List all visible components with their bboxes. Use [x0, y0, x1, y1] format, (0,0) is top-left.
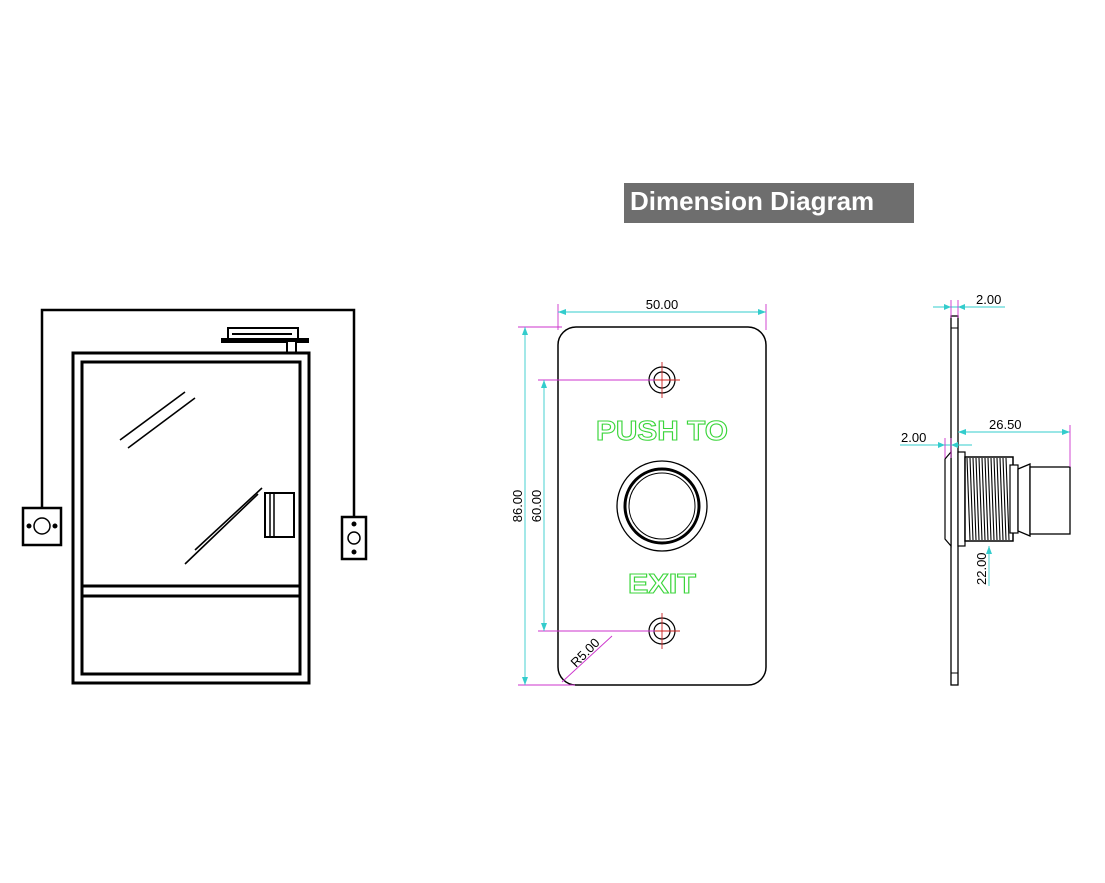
diagram-title: Dimension Diagram: [630, 186, 875, 216]
push-to-label: PUSH TO: [596, 415, 728, 446]
door-inner-frame: [80, 360, 302, 676]
thread-diameter-dimension: 22.00: [974, 546, 992, 586]
flange-dimension: 2.00: [900, 430, 972, 458]
button-cap-side: [1017, 463, 1071, 537]
height-dimension-value: 86.00: [510, 490, 525, 523]
exit-button-left: [21, 506, 63, 547]
flange-value: 2.00: [901, 430, 926, 445]
plate-thickness-dimension: 2.00: [933, 292, 1005, 318]
push-button: [616, 460, 708, 552]
exit-button-right: [340, 515, 368, 561]
depth-dimension: 26.50: [958, 417, 1071, 467]
hole-spacing-dimension: 60.00: [529, 379, 655, 632]
title-banner: Dimension Diagram: [624, 183, 914, 223]
door-outer-frame: [71, 351, 311, 685]
side-view: 2.00 2.00 26.50 22.00: [900, 292, 1071, 686]
front-view: PUSH TO EXIT 50.00 86.00 60.00: [510, 297, 767, 686]
electric-lock: [221, 327, 309, 354]
width-dimension: 50.00: [557, 297, 767, 330]
hole-spacing-value: 60.00: [529, 490, 544, 523]
depth-value: 26.50: [989, 417, 1022, 432]
plate-thickness-value: 2.00: [976, 292, 1001, 307]
glass-reflection: [119, 391, 263, 565]
height-dimension: 86.00: [510, 326, 575, 686]
width-dimension-value: 50.00: [646, 297, 679, 312]
exit-label: EXIT: [628, 568, 696, 599]
door-handle: [264, 492, 295, 538]
door-installation-illustration: [21, 308, 368, 685]
threaded-body: [964, 456, 1019, 542]
side-plate: [950, 315, 959, 686]
wiring-line: [40, 308, 356, 517]
thread-diameter-value: 22.00: [974, 552, 989, 585]
faceplate: [557, 326, 767, 686]
